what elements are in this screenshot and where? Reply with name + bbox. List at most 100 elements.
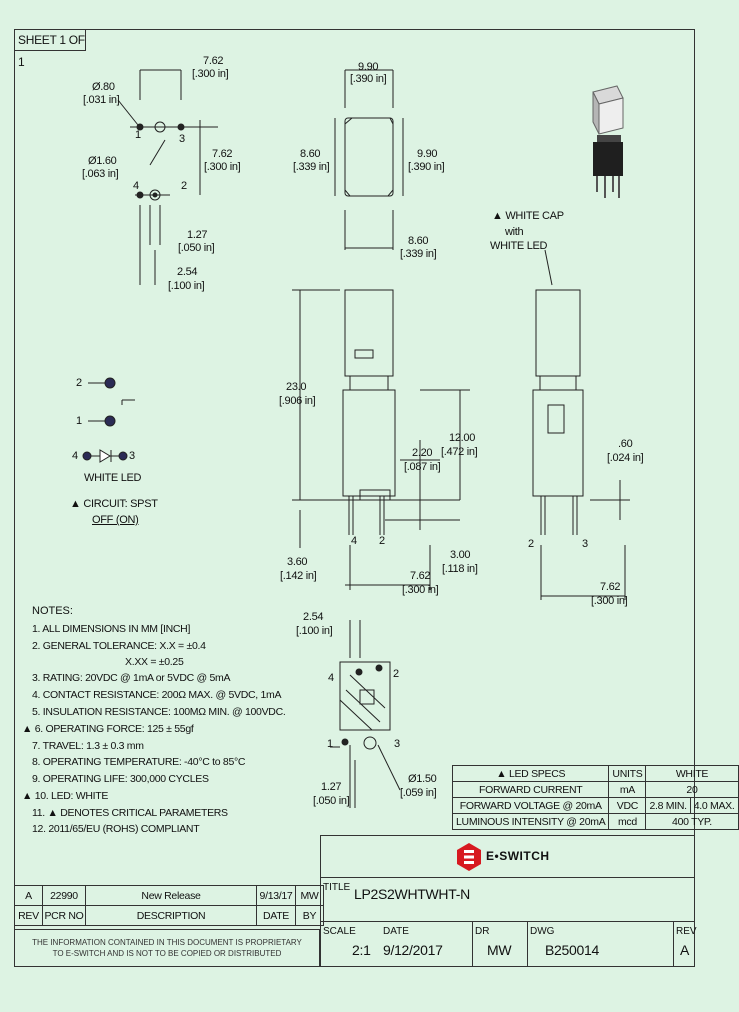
front-pin-4: 4 [351, 535, 357, 547]
side-pin-3: 3 [582, 538, 588, 550]
dim-height-body: 12.00 [449, 432, 476, 444]
dim-side-spacing: 7.62 [600, 581, 621, 593]
dim-bottom-hole: Ø1.50 [408, 773, 437, 785]
pcb-hole-1 [136, 123, 144, 131]
switch-front-body [342, 389, 396, 497]
eswitch-logo-icon [457, 843, 481, 871]
cap-note-1: ▲ WHITE CAP [492, 210, 564, 222]
table-row: A 22990 New Release 9/13/17 MW [14, 885, 324, 906]
bottom-pin-3: 3 [394, 738, 400, 750]
table-row: FORWARD CURRENT mA 20 [451, 781, 739, 798]
dim-front-spacing-in: [.300 in] [402, 584, 439, 596]
switch-front-cap [344, 289, 394, 377]
dim-pin-offset2-in: [.100 in] [168, 280, 205, 292]
dim-row-spacing: 7.62 [212, 148, 233, 160]
dim-cap-bottom-in: [.339 in] [400, 248, 437, 260]
pcb-hole-3 [177, 123, 185, 131]
table-row: FORWARD VOLTAGE @ 20mA VDC 2.8 MIN. 4.0 … [451, 797, 739, 814]
note-9: 9. OPERATING LIFE: 300,000 CYCLES [32, 773, 209, 785]
dim-cap-left-in: [.339 in] [293, 161, 330, 173]
dim-pin-len: 3.60 [287, 556, 308, 568]
dim-side-spacing-in: [.300 in] [591, 595, 628, 607]
note-5: 5. INSULATION RESISTANCE: 100MΩ MIN. @ 1… [32, 706, 286, 718]
dwg-value: B250014 [545, 942, 599, 958]
dim-pin-len-in: [.142 in] [280, 570, 317, 582]
date-caption: DATE [383, 926, 409, 937]
led-spec-table: ▲ LED SPECS UNITS WHITE FORWARD CURRENT … [451, 765, 739, 830]
rev-value: A [680, 942, 690, 958]
note-11: 11. ▲ DENOTES CRITICAL PARAMETERS [32, 807, 228, 819]
proprietary-notice: THE INFORMATION CONTAINED IN THIS DOCUME… [14, 929, 320, 967]
dim-side-pin-in: [.024 in] [607, 452, 644, 464]
note-7: 7. TRAVEL: 1.3 ± 0.3 mm [32, 740, 144, 752]
note-4: 4. CONTACT RESISTANCE: 200Ω MAX. @ 5VDC,… [32, 689, 282, 701]
dim-cap-top: 9.90 [358, 61, 379, 73]
switch-side-cap [535, 289, 581, 377]
dim-side-pin: .60 [618, 438, 633, 450]
notes-title: NOTES: [32, 605, 73, 617]
scale-caption: SCALE [323, 926, 356, 937]
dim-bottom-hole-in: [.059 in] [400, 787, 437, 799]
dim-bottom-top-in: [.100 in] [296, 625, 333, 637]
dim-pin-offset-in: [.050 in] [178, 242, 215, 254]
note-3: 3. RATING: 20VDC @ 1mA or 5VDC @ 5mA [32, 672, 231, 684]
rev-caption: REV [676, 926, 697, 937]
dim-height-total-in: [.906 in] [279, 395, 316, 407]
cap-top-view [344, 117, 394, 197]
table-header-row: REV PCR NO DESCRIPTION DATE BY [14, 905, 324, 926]
dwg-caption: DWG [530, 926, 555, 937]
cap-note-2: with [505, 226, 524, 238]
sheet-label: SHEET 1 OF 1 [14, 29, 86, 69]
revision-table: A 22990 New Release 9/13/17 MW REV PCR N… [14, 885, 324, 926]
dim-lead-in: 2.20 [412, 447, 433, 459]
date-value: 9/12/2017 [383, 942, 443, 958]
pcb-hole-4 [136, 191, 144, 199]
bottom-pin-4: 4 [328, 672, 334, 684]
pin-label-4: 4 [133, 180, 139, 192]
dim-height-body-in: [.472 in] [441, 446, 478, 458]
title-caption: TITLE [323, 882, 351, 893]
switch-side-body [532, 389, 584, 497]
note-2b: X.XX = ±0.25 [125, 656, 184, 668]
dim-pin-len2: 3.00 [450, 549, 471, 561]
dim-hole-large: Ø1.60 [88, 155, 117, 167]
circuit-pin-2: 2 [76, 377, 82, 389]
led-label: WHITE LED [84, 472, 142, 484]
drawing-info-box [320, 922, 695, 967]
note-8: 8. OPERATING TEMPERATURE: -40°C to 85°C [32, 756, 246, 768]
bottom-pin-2: 2 [393, 668, 399, 680]
note-12: 12. 2011/65/EU (ROHS) COMPLIANT [32, 823, 200, 835]
white-header: WHITE [645, 765, 739, 782]
bottom-view [339, 661, 391, 731]
dim-front-spacing: 7.62 [410, 570, 431, 582]
led-pin-3: 3 [129, 450, 135, 462]
units-header: UNITS [608, 765, 647, 782]
cap-note-3: WHITE LED [490, 240, 548, 252]
pin-label-3: 3 [179, 133, 185, 145]
bottom-pin-1: 1 [327, 738, 333, 750]
note-6: ▲ 6. OPERATING FORCE: 125 ± 55gf [22, 723, 194, 735]
part-number: LP2S2WHTWHT-N [354, 886, 470, 902]
circuit-pin-1: 1 [76, 415, 82, 427]
dr-value: MW [487, 942, 512, 958]
dim-cap-right: 9.90 [417, 148, 438, 160]
dim-cap-right-in: [.390 in] [408, 161, 445, 173]
dim-bottom-left: 1.27 [321, 781, 342, 793]
dim-lead-in-in: [.087 in] [404, 461, 441, 473]
note-10: ▲ 10. LED: WHITE [22, 790, 109, 802]
dim-hole-small: Ø.80 [92, 81, 115, 93]
pcb-hole-2 [149, 189, 161, 201]
led-pin-4: 4 [72, 450, 78, 462]
dr-caption: DR [475, 926, 490, 937]
dim-bottom-left-in: [.050 in] [313, 795, 350, 807]
dim-cap-top-in: [.390 in] [350, 73, 387, 85]
dim-cap-left: 8.60 [300, 148, 321, 160]
dim-height-total: 23.0 [286, 381, 307, 393]
dim-hole-small-in: [.031 in] [83, 94, 120, 106]
switch-photo [592, 85, 624, 198]
pin-label-1: 1 [135, 129, 141, 141]
scale-value: 2:1 [352, 942, 371, 958]
table-row: LUMINOUS INTENSITY @ 20mA mcd 400 TYP. [451, 813, 739, 830]
pcb-hole-led [154, 121, 166, 133]
eswitch-logo-text: E•SWITCH [486, 849, 550, 863]
